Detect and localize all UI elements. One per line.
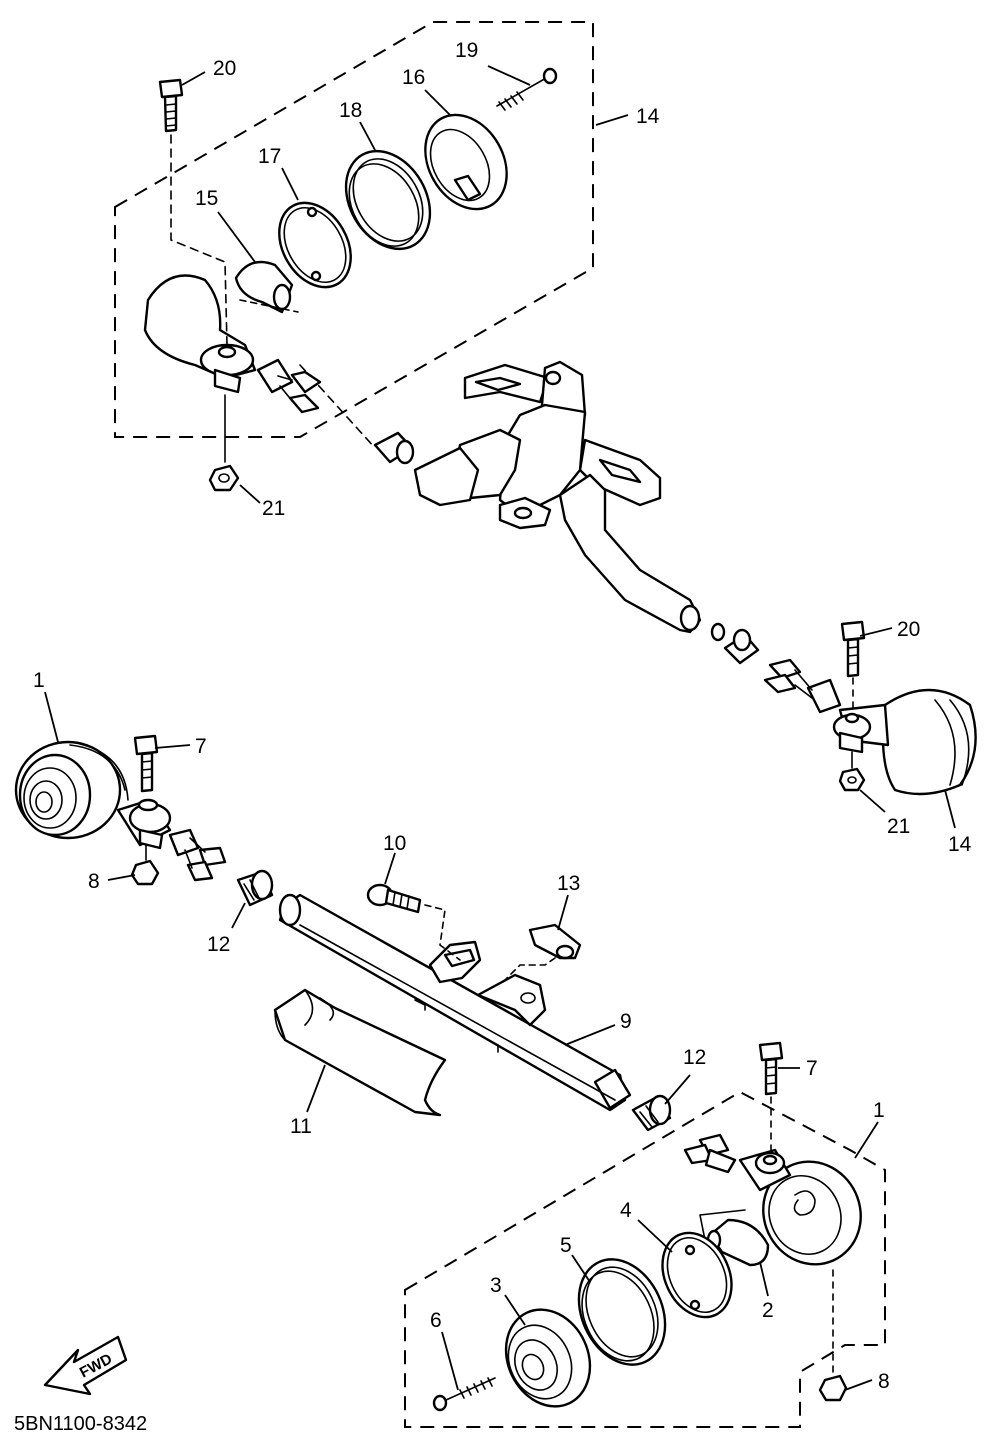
rear-left-nut	[208, 394, 240, 492]
rear-right-bolt	[840, 620, 866, 713]
front-right-flasher	[683, 1133, 862, 1266]
front-lens-screw	[432, 1377, 496, 1412]
front-stay-clamp	[499, 923, 582, 986]
front-stay-cover	[273, 988, 447, 1117]
callout-7: 7	[806, 1057, 818, 1080]
front-right-nut	[818, 1269, 848, 1402]
callout-2: 2	[762, 1299, 774, 1322]
front-stay-bolt	[366, 883, 461, 961]
rear-left-collar	[373, 431, 415, 465]
rear-right-nut	[838, 751, 866, 792]
front-left-nut	[130, 844, 160, 886]
callout-13: 13	[557, 872, 580, 895]
callout-8: 8	[878, 1370, 890, 1393]
rear-assembly-group-box	[114, 21, 594, 438]
callout-20: 20	[897, 618, 920, 641]
callout-1: 1	[873, 1099, 885, 1122]
callout-leaders	[44, 65, 956, 1391]
front-flasher-stay	[278, 893, 632, 1112]
callout-12: 12	[207, 933, 230, 956]
rear-right-flasher	[763, 658, 977, 796]
front-assembly-group-box	[404, 1090, 886, 1428]
callout-1: 1	[33, 669, 45, 692]
callout-14: 14	[948, 833, 972, 856]
callout-19: 19	[455, 39, 478, 62]
callout-11: 11	[290, 1115, 312, 1138]
front-lens-gasket	[661, 1231, 733, 1319]
callout-17: 17	[258, 145, 281, 168]
callout-18: 18	[339, 99, 362, 122]
front-left-flasher	[14, 740, 227, 882]
front-bulb	[699, 1209, 770, 1267]
diagram-code: 5BN1100-8342	[14, 1413, 147, 1435]
rear-lens-housing	[424, 113, 508, 211]
rear-rim	[344, 149, 432, 251]
callout-8: 8	[88, 870, 100, 893]
forward-direction-arrow: FWD	[43, 1335, 128, 1396]
rear-lens-gasket	[278, 201, 352, 289]
rear-left-flasher	[143, 274, 322, 414]
rear-lens-screw	[496, 67, 558, 111]
callout-16: 16	[402, 66, 425, 89]
rear-left-bolt	[158, 78, 228, 346]
rear-bulb	[234, 260, 299, 314]
callout-5: 5	[560, 1234, 572, 1257]
callout-15: 15	[195, 187, 218, 210]
callout-14: 14	[636, 105, 660, 128]
callout-10: 10	[383, 832, 406, 855]
callout-3: 3	[490, 1274, 502, 1297]
rear-right-collar	[710, 622, 760, 665]
callout-9: 9	[620, 1010, 632, 1033]
callout-12: 12	[683, 1046, 706, 1069]
front-lens	[504, 1308, 592, 1408]
callout-20: 20	[213, 57, 236, 80]
callout-4: 4	[620, 1199, 632, 1222]
callout-21: 21	[887, 815, 910, 838]
front-right-grommet	[631, 1094, 672, 1132]
rear-flasher-stay	[413, 360, 702, 634]
callout-7: 7	[195, 735, 207, 758]
front-left-bolt	[133, 734, 159, 812]
callout-21: 21	[262, 497, 285, 520]
callout-6: 6	[430, 1309, 442, 1332]
callout-numbers: 20 19 16 18 17 15 14 21 20 21 14 1 7 8 1…	[33, 39, 972, 1393]
front-right-bolt	[758, 1041, 784, 1151]
front-left-grommet	[236, 869, 274, 907]
front-rim	[577, 1258, 667, 1366]
